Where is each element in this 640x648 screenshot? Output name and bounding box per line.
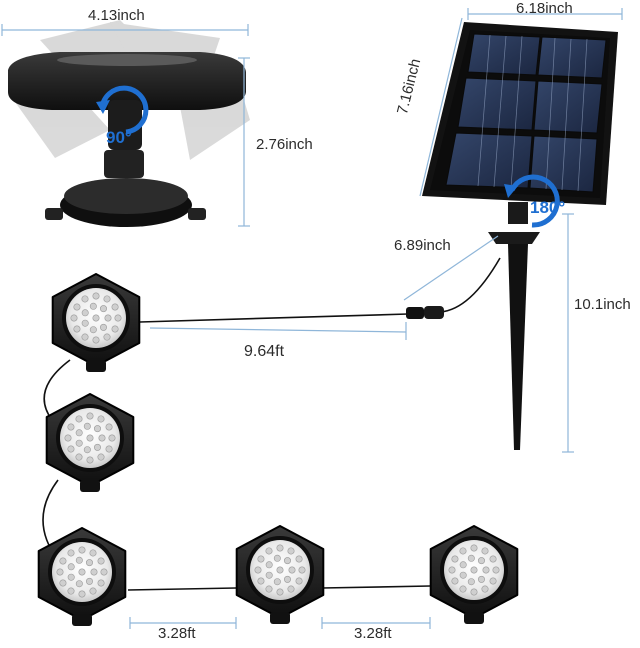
adjustable-light-illustration [8,20,250,227]
rotate-arrow-icon [96,85,149,135]
height-dimension-label: 2.76inch [256,136,313,153]
connector-dimension-label: 6.89inch [394,237,451,254]
stake-height-dimension-label: 10.1inch [574,296,631,313]
light-spacing-label-2: 3.28ft [354,625,392,642]
solar-panel-icon [422,22,618,205]
width-dimension-label: 4.13inch [88,7,145,24]
panel-rotation-label: 180° [530,198,566,217]
led-spotlight-icon [51,273,141,372]
connector-dimension-line [403,235,499,301]
cable-length-dimension-line [149,322,407,340]
led-spotlight-icon [37,527,127,626]
panel-height-dimension-line [419,17,463,197]
led-spotlight-icon [235,525,325,624]
panel-width-dimension-label: 6.18inch [516,0,573,17]
width-dimension-line [1,24,249,36]
cable-length-dimension-label: 9.64ft [244,343,285,360]
ground-stake [488,202,540,450]
led-spotlight-icon [45,393,135,492]
rotate-arrow-icon [504,174,560,228]
light-tilt-label: 90° [106,128,132,147]
led-spotlight-icon [429,525,519,624]
panel-width-dimension-line [467,8,623,20]
cable-connector [406,306,444,319]
stake-height-dimension-line [562,213,574,453]
height-dimension-line [238,57,250,227]
light-spacing-dimension-line [129,617,431,629]
light-spacing-label-1: 3.28ft [158,625,196,642]
